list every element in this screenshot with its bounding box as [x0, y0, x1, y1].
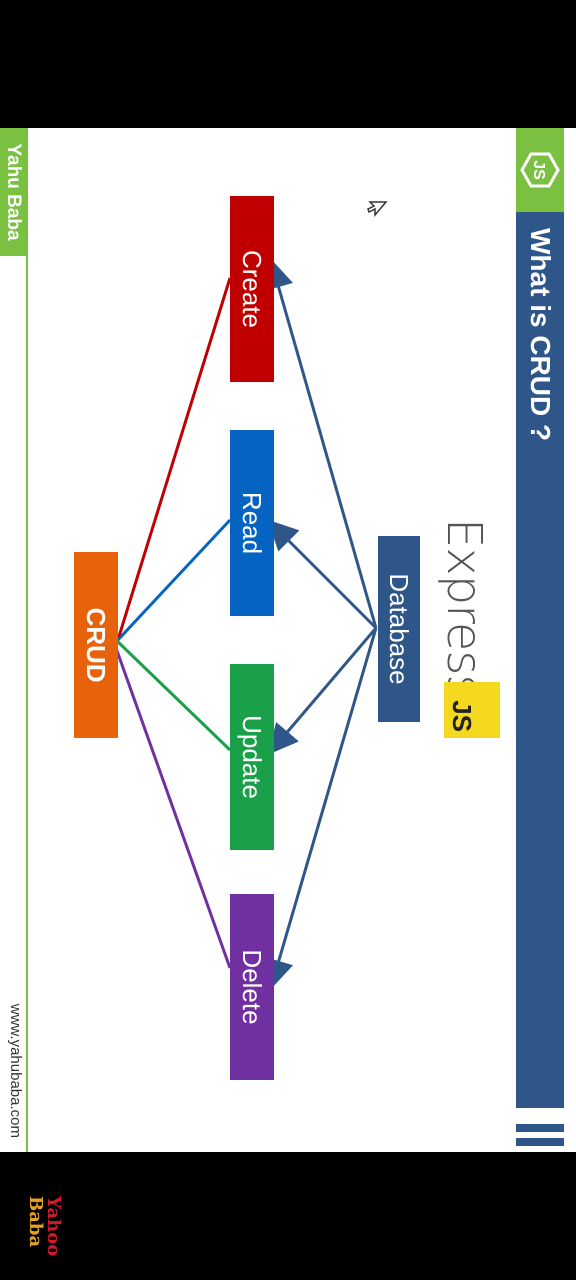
- delete-box: Delete: [230, 894, 274, 1080]
- watermark-line1: Yahoo: [43, 1196, 64, 1257]
- update-box: Update: [230, 664, 274, 850]
- line-database-delete: [264, 627, 378, 990]
- database-label: Database: [384, 573, 415, 685]
- delete-label: Delete: [237, 949, 268, 1025]
- update-label: Update: [237, 715, 268, 799]
- mouse-pointer-icon: [361, 200, 388, 222]
- watermark-line2: Baba: [25, 1196, 46, 1248]
- line-delete-crud: [114, 647, 232, 969]
- line-update-crud: [114, 638, 232, 752]
- nodejs-hexagon-icon: JS: [516, 128, 564, 212]
- line-database-create: [264, 258, 378, 629]
- connector-lines: [114, 258, 378, 990]
- svg-text:JS: JS: [530, 160, 547, 180]
- slide: JS What is CRUD ? Express JS Database: [0, 128, 576, 1152]
- line-database-update: [268, 627, 378, 755]
- line-read-crud: [114, 518, 232, 644]
- footer-line: [26, 128, 28, 1152]
- line-create-crud: [114, 277, 232, 647]
- channel-tag: Yahu Baba: [0, 128, 26, 256]
- website-url[interactable]: www.yahubaba.com: [7, 1003, 24, 1138]
- letterbox-top: [0, 0, 576, 128]
- read-box: Read: [230, 430, 274, 616]
- create-label: Create: [237, 249, 268, 329]
- line-database-read: [267, 519, 378, 630]
- crud-label: CRUD: [81, 607, 112, 683]
- channel-watermark: Yahoo Baba: [25, 1196, 64, 1257]
- footer-strip: [0, 128, 28, 1152]
- create-box: Create: [230, 196, 274, 382]
- read-label: Read: [237, 491, 268, 555]
- letterbox-bottom: [0, 1152, 576, 1280]
- crud-box: CRUD: [74, 552, 118, 738]
- database-box: Database: [378, 536, 420, 722]
